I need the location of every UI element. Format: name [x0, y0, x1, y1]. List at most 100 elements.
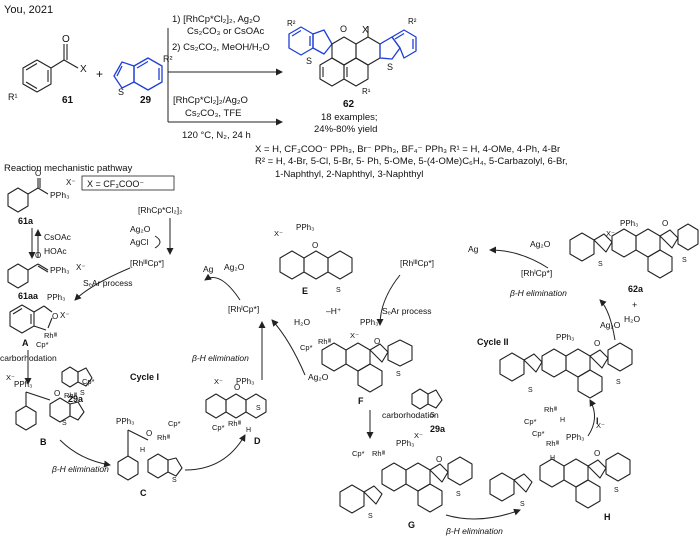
reagent-61-x: X [80, 64, 87, 75]
svg-text:O: O [35, 251, 41, 260]
svg-text:O: O [594, 449, 600, 458]
svg-text:Ag₂O: Ag₂O [600, 320, 621, 330]
label-29: 29 [140, 95, 152, 106]
intermediate-F: X⁻ PPh₃ Cp* Rhᴵᴵᴵ O S F [300, 318, 413, 406]
svg-text:S: S [598, 261, 603, 268]
thiophene-s: S [118, 87, 124, 97]
svg-text:H₂O: H₂O [294, 317, 310, 327]
svg-text:S: S [528, 387, 533, 394]
svg-text:PPh₃: PPh₃ [620, 219, 638, 228]
reagent-29: S R² 29 [113, 54, 173, 106]
svg-text:H₂O: H₂O [624, 314, 640, 324]
svg-text:S: S [520, 501, 525, 508]
svg-text:29a: 29a [68, 394, 84, 404]
svg-text:H: H [560, 417, 565, 424]
intermediate-61aa: O PPh₃ X⁻ 61aa [7, 251, 86, 301]
svg-text:E: E [302, 286, 308, 296]
svg-text:PPh₃: PPh₃ [14, 380, 32, 389]
svg-text:29a: 29a [430, 424, 446, 434]
svg-text:H: H [604, 512, 611, 522]
svg-text:AgCl: AgCl [130, 237, 149, 247]
svg-text:Cp*: Cp* [82, 377, 95, 386]
svg-text:Ag: Ag [468, 244, 479, 254]
intermediate-C: PPh₃ O Rhᴵᴵᴵ Cp* H S C [116, 417, 183, 498]
svg-text:PPh₃: PPh₃ [360, 318, 378, 327]
product-x: X [362, 25, 369, 36]
benzothiophene-29a-1: S 29a [61, 366, 93, 404]
svg-text:PPh₃: PPh₃ [116, 417, 134, 426]
svg-text:Ag₂O: Ag₂O [308, 372, 329, 382]
svg-text:S: S [62, 420, 67, 427]
citation: You, 2021 [4, 4, 53, 16]
svg-text:O: O [146, 429, 152, 438]
svg-text:Ag₂O: Ag₂O [530, 239, 551, 249]
cycle-1-label: Cycle I [130, 372, 159, 382]
svg-text:PPh₃: PPh₃ [236, 377, 254, 386]
svg-text:120 °C, N₂, 24 h: 120 °C, N₂, 24 h [182, 130, 251, 141]
svg-text:Cp*: Cp* [36, 340, 49, 349]
svg-text:Ag₂O: Ag₂O [224, 262, 245, 272]
svg-text:PPh₃: PPh₃ [50, 190, 70, 200]
intermediate-D: O X⁻ PPh₃ S Cp* Rhᴵᴵᴵ H D [205, 377, 267, 446]
svg-text:S: S [682, 257, 687, 264]
svg-text:β-H elimination: β-H elimination [51, 464, 109, 474]
svg-text:Cs₂CO₃ or CsOAc: Cs₂CO₃ or CsOAc [187, 26, 264, 37]
svg-text:S: S [306, 56, 312, 66]
svg-text:C: C [140, 488, 147, 498]
svg-text:Ag₂O: Ag₂O [130, 224, 151, 234]
svg-text:2) Cs₂CO₃, MeOH/H₂O: 2) Cs₂CO₃, MeOH/H₂O [172, 42, 270, 53]
svg-text:Rhᴵᴵᴵ: Rhᴵᴵᴵ [64, 391, 77, 400]
r2-definitions-1: R² = H, 4-Br, 5-Cl, 5-Br, 5- Ph, 5-OMe, … [255, 156, 568, 167]
svg-text:61aa: 61aa [18, 291, 39, 301]
intermediate-A: O PPh₃ X⁻ Rhᴵᴵᴵ Cp* A [9, 293, 70, 349]
svg-text:PPh₃: PPh₃ [556, 333, 574, 342]
svg-text:S: S [336, 287, 341, 294]
svg-text:H: H [246, 427, 251, 434]
rh1-catalyst-2: [RhᴵCp*] [521, 268, 552, 278]
svg-text:PPh₃: PPh₃ [50, 265, 70, 275]
svg-text:X⁻: X⁻ [6, 373, 15, 382]
intermediate-H: Cp* Rhᴵᴵᴵ PPh₃ H O S S H [489, 429, 631, 522]
svg-text:X⁻: X⁻ [274, 229, 283, 238]
product-62: S O X S R² R² R¹ 62 18 examples; 24%-80%… [287, 17, 417, 135]
svg-text:18 examples;: 18 examples; [321, 112, 378, 123]
svg-text:Cp*: Cp* [300, 343, 313, 352]
svg-text:β-H elimination: β-H elimination [445, 526, 503, 536]
svg-text:Cp*: Cp* [168, 419, 181, 428]
svg-text:S: S [430, 412, 435, 419]
svg-text:S: S [172, 477, 177, 484]
rh3-catalyst-1: [RhᴵᴵᴵCp*] [130, 258, 164, 268]
svg-text:Cp*: Cp* [212, 423, 225, 432]
svg-text:G: G [408, 520, 415, 530]
svg-text:24%-80% yield: 24%-80% yield [314, 124, 377, 135]
svg-text:X⁻: X⁻ [596, 421, 605, 430]
svg-text:R²: R² [408, 17, 417, 26]
svg-text:O: O [312, 241, 318, 250]
svg-text:X⁻: X⁻ [66, 178, 76, 187]
benzothiophene-29a-2: S 29a [411, 388, 446, 434]
svg-text:X⁻: X⁻ [414, 431, 423, 440]
svg-text:O: O [340, 24, 347, 34]
svg-text:Rhᴵᴵᴵ: Rhᴵᴵᴵ [44, 331, 57, 340]
svg-text:O: O [234, 383, 240, 392]
intermediate-E: O X⁻ PPh₃ S E [274, 223, 353, 296]
svg-text:S: S [387, 62, 393, 72]
x-definitions: X = H, CF₃COO⁻ PPh₃, Br⁻ PPh₃, BF₄⁻ PPh₃… [255, 144, 560, 155]
svg-text:Rhᴵᴵᴵ: Rhᴵᴵᴵ [544, 405, 557, 414]
cycle-2-label: Cycle II [477, 337, 509, 347]
svg-text:S: S [256, 405, 261, 412]
svg-text:Rhᴵᴵᴵ: Rhᴵᴵᴵ [372, 449, 385, 458]
svg-text:carborhodation: carborhodation [382, 410, 439, 420]
svg-text:X⁻: X⁻ [76, 263, 86, 272]
svg-text:HOAc: HOAc [44, 246, 67, 256]
svg-text:S: S [396, 371, 401, 378]
svg-text:S: S [616, 379, 621, 386]
svg-text:62a: 62a [628, 284, 644, 294]
svg-text:Rhᴵᴵᴵ: Rhᴵᴵᴵ [546, 439, 559, 448]
svg-text:X = CF₃COO⁻: X = CF₃COO⁻ [87, 179, 144, 189]
intermediate-B: PPh₃ X⁻ O Rhᴵᴵᴵ Cp* S B [6, 373, 95, 447]
svg-text:X⁻: X⁻ [60, 311, 70, 320]
svg-text:SₑAr process: SₑAr process [382, 306, 431, 316]
intermediate-G: Cp* Rhᴵᴵᴵ PPh₃ X⁻ O S S G [339, 431, 473, 530]
